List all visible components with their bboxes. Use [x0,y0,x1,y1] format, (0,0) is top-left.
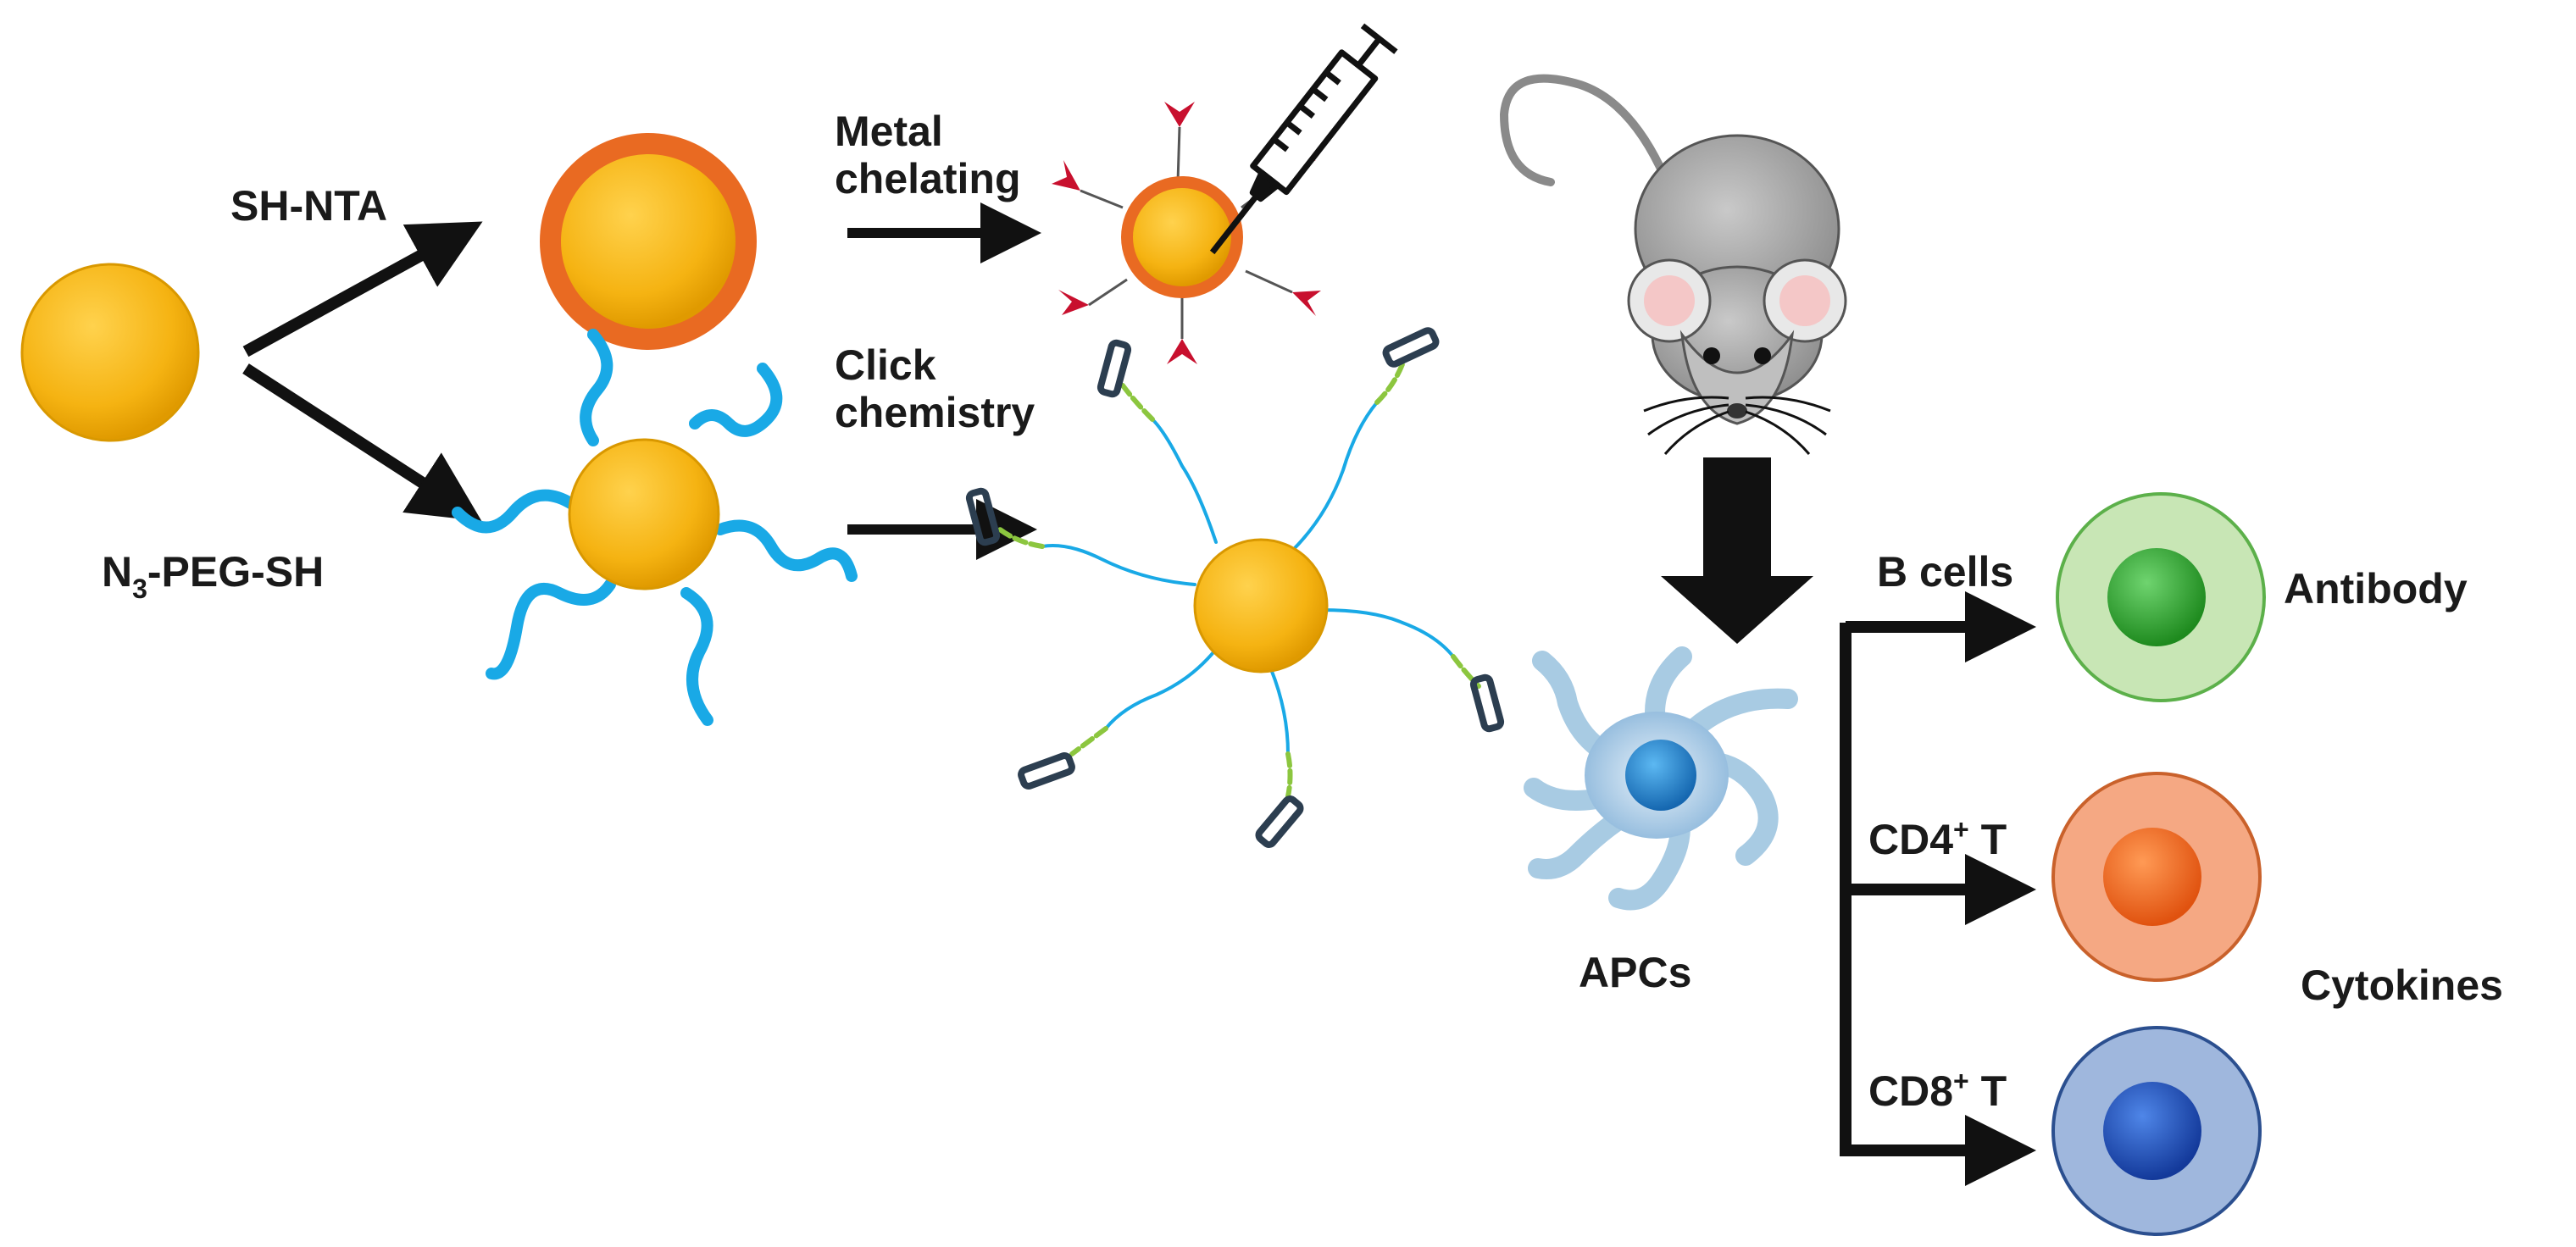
branch-arrows [1840,591,2036,1186]
label-sh-nta: SH-NTA [230,182,387,230]
click-core [1193,538,1329,673]
apc-nucleus [1625,740,1696,811]
click-conjugated-nanoparticle [965,327,1505,848]
label-b-cells: B cells [1877,548,2013,596]
cd4-t-cell [2051,772,2262,982]
peg-core [568,438,720,590]
mouse-icon [1499,74,1847,455]
label-n3-peg-sh: N3-PEG-SH [102,548,324,604]
label-cd4-t: CD4+ T [1868,814,2007,863]
arrow-to-peg [242,363,482,522]
nta-coated-nanoparticle [540,133,757,350]
label-cd8-t: CD8+ T [1868,1066,2007,1115]
label-chemistry: chemistry [835,389,1035,436]
peg-nanoparticle [452,329,858,726]
label-metal: Metal [835,108,943,155]
cd8-t-cell [2051,1026,2262,1236]
apc-cell-icon [1524,646,1798,911]
label-apcs: APCs [1579,949,1691,996]
label-cytokines: Cytokines [2301,962,2503,1009]
label-chelating: chelating [835,155,1020,202]
syringe-icon [1209,23,1398,255]
label-antibody: Antibody [2284,565,2468,612]
b-cell [2056,492,2266,702]
bare-nanoparticle [20,263,200,442]
arrow-to-nta [242,221,483,357]
arrow-mouse-to-apc [1661,457,1813,644]
label-click: Click [835,341,936,389]
